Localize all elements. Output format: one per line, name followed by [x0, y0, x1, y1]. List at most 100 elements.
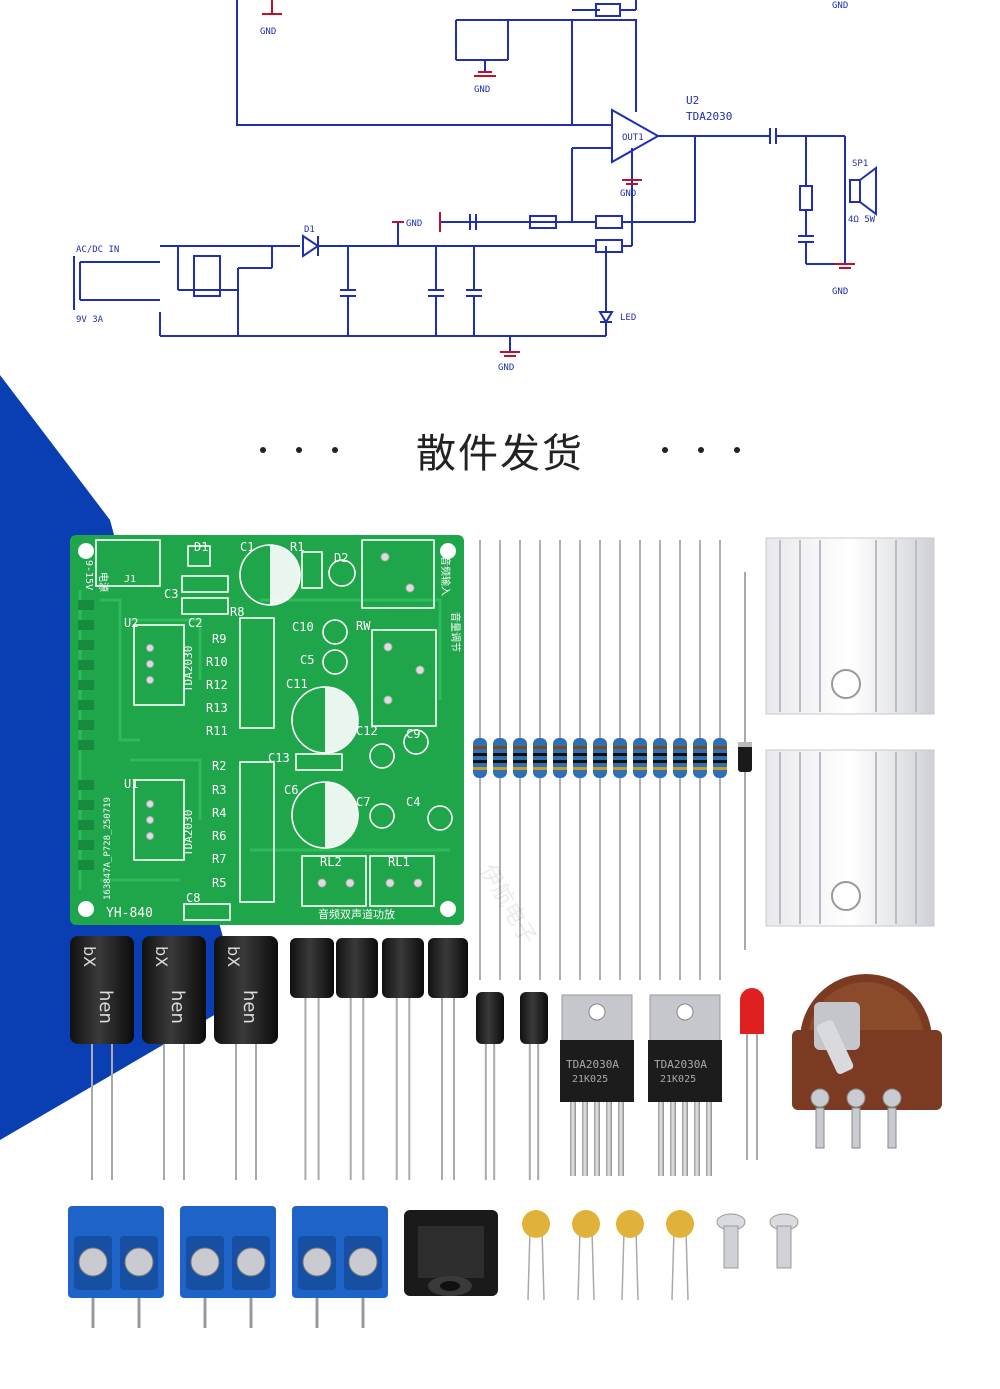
- screw-2: [769, 1213, 799, 1269]
- resistor: [633, 540, 647, 980]
- pcb-board-subtitle: 音频双声道功放: [318, 907, 395, 921]
- resistor: [673, 540, 687, 980]
- pcb-label-c12: C12: [356, 724, 378, 738]
- resistor: [553, 540, 567, 980]
- heatsink-top: [765, 537, 935, 715]
- led-component: [740, 988, 764, 1160]
- pcb-label-d1: D1: [194, 540, 208, 554]
- resistor: [693, 540, 707, 980]
- section-title: 散件发货: [416, 431, 584, 477]
- pcb-label-c10: C10: [292, 620, 314, 634]
- ic-date: 21K025: [572, 1074, 608, 1085]
- speaker-label: SP1: [852, 159, 868, 169]
- pcb-label-j1: J1: [124, 574, 136, 585]
- pcb-board: D1 C1 R1 D2 C3 R8 U2 C2 R9 R10 R12 R13 R…: [70, 535, 464, 925]
- pcb-label-c3: C3: [164, 587, 178, 601]
- pcb-label-r1: R1: [290, 540, 304, 554]
- small-electrolytic-capacitor: [290, 938, 334, 1180]
- pcb-label-r9: R9: [212, 632, 226, 646]
- led-label: LED: [620, 313, 636, 323]
- ceramic-capacitor-group: [522, 1210, 694, 1301]
- ic-marking: TDA2030A: [566, 1058, 619, 1071]
- ic-date: 21K025: [660, 1074, 696, 1085]
- pcb-label-r7: R7: [212, 852, 226, 866]
- resistor: [513, 540, 527, 980]
- pcb-input-text: 音频输入: [439, 556, 452, 596]
- tda2030-ic: TDA2030A 21K025: [560, 994, 634, 1176]
- pcb-label-c9: C9: [406, 727, 420, 741]
- small-electrolytic-capacitor: [382, 938, 424, 1180]
- resistor: [473, 540, 487, 980]
- pcb-label-rw: RW: [356, 619, 371, 633]
- pcb-label-r2: R2: [212, 759, 226, 773]
- potentiometer-component: [792, 974, 942, 1149]
- speaker-value: 4Ω 5W: [848, 215, 876, 225]
- ceramic-capacitor: [666, 1210, 694, 1301]
- ic-name-label: TDA2030: [686, 110, 732, 123]
- small-electrolytic-capacitor: [520, 992, 548, 1180]
- pcb-label-r5: R5: [212, 876, 226, 890]
- screw-1: [716, 1213, 746, 1269]
- diode-component: [738, 572, 752, 950]
- small-electrolytic-capacitor: [476, 992, 504, 1180]
- diode-label: D1: [304, 225, 315, 235]
- right-dots: [662, 447, 740, 453]
- resistor: [593, 540, 607, 980]
- pcb-label-c6: C6: [284, 783, 298, 797]
- pcb-label-u1: U1: [124, 777, 138, 791]
- resistor-group: [473, 540, 727, 980]
- gnd-label-7: GND: [406, 219, 422, 229]
- pcb-label-r10: R10: [206, 655, 228, 669]
- capacitor-series: bX: [224, 946, 243, 967]
- gnd-label-3: GND: [620, 189, 636, 199]
- power-input-label: AC/DC IN: [76, 245, 119, 255]
- resistor: [713, 540, 727, 980]
- pcb-label-c13: C13: [268, 751, 290, 765]
- pcb-label-rl1: RL1: [388, 855, 410, 869]
- pcb-power-spec: 9-15V: [83, 560, 94, 590]
- pcb-label-r13: R13: [206, 701, 228, 715]
- pcb-label-c11: C11: [286, 677, 308, 691]
- pcb-label-r11: R11: [206, 724, 228, 738]
- screw-terminal-block: [180, 1206, 276, 1328]
- pcb-label-d2: D2: [334, 551, 348, 565]
- pcb-label-u2: U2: [124, 616, 138, 630]
- ceramic-capacitor: [572, 1210, 600, 1301]
- small-electrolytic-capacitor: [336, 938, 378, 1180]
- terminal-block-group: [68, 1206, 388, 1328]
- pcb-label-r6: R6: [212, 829, 226, 843]
- screw-terminal-block: [292, 1206, 388, 1328]
- heatsink-bottom: [765, 749, 935, 927]
- watermark-brand: 伊航电子: [475, 861, 541, 950]
- ceramic-capacitor: [616, 1210, 644, 1301]
- capacitor-brand: hen: [167, 990, 188, 1024]
- resistor: [573, 540, 587, 980]
- pcb-label-r12: R12: [206, 678, 228, 692]
- gnd-label-2: GND: [474, 85, 490, 95]
- pcb-label-r8: R8: [230, 605, 244, 619]
- large-electrolytic-capacitor: hen bX: [214, 936, 278, 1180]
- pcb-label-c4: C4: [406, 795, 420, 809]
- resistor: [493, 540, 507, 980]
- circuit-schematic: GND GND GND GND GND GND GND OUT1 AC/DC I…: [73, 0, 877, 373]
- resistor: [533, 540, 547, 980]
- left-dots: [260, 447, 338, 453]
- pcb-ic-u2-label: TDA2030: [182, 646, 195, 692]
- small-capacitor-group: [290, 938, 548, 1180]
- pcb-board-name: YH-840: [106, 906, 153, 921]
- ceramic-capacitor: [522, 1210, 550, 1301]
- ic-ref-label: U2: [686, 94, 699, 107]
- audio-jack-component: [404, 1210, 498, 1296]
- capacitor-brand: hen: [239, 990, 260, 1024]
- gnd-label-1: GND: [260, 27, 276, 37]
- capacitor-series: bX: [80, 946, 99, 967]
- gnd-label-4: GND: [832, 287, 848, 297]
- pcb-label-c7: C7: [356, 795, 370, 809]
- small-electrolytic-capacitor: [428, 938, 468, 1180]
- pcb-label-r3: R3: [212, 783, 226, 797]
- gnd-label-5: GND: [498, 363, 514, 373]
- power-input-value: 9V 3A: [76, 315, 104, 325]
